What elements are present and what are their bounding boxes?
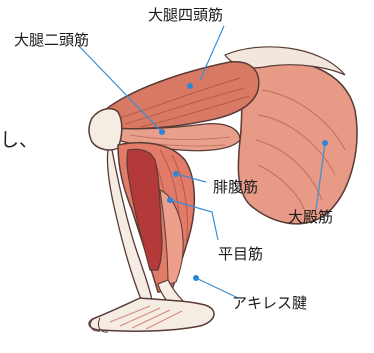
label-achilles: アキレス腱 (232, 294, 307, 312)
dot-achilles (193, 275, 199, 281)
label-hamstrings: 大腿二頭筋 (14, 31, 89, 49)
dot-hamstrings (159, 129, 165, 135)
label-gluteus: 大殿筋 (288, 208, 333, 226)
dot-soleus (167, 197, 173, 203)
dot-quadriceps (187, 83, 193, 89)
dot-gastrocnemius (173, 171, 179, 177)
cropped-side-text: し、 (0, 125, 38, 152)
label-quadriceps: 大腿四頭筋 (148, 6, 223, 24)
knee (89, 109, 122, 150)
label-soleus: 平目筋 (218, 245, 263, 263)
quadriceps-muscle (105, 62, 259, 129)
label-gastrocnemius: 腓腹筋 (213, 178, 258, 196)
dot-gluteus (322, 140, 328, 146)
